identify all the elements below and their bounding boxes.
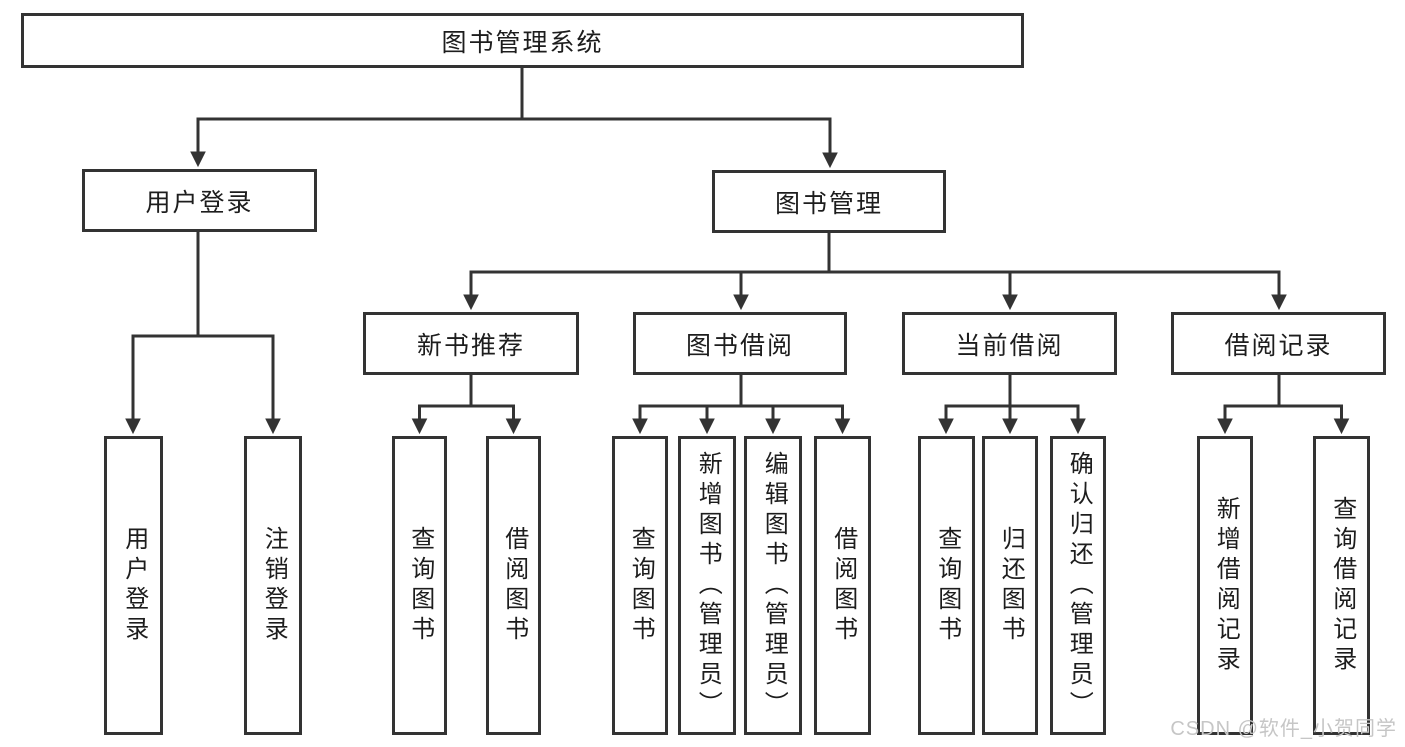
leaf-logout: 注销登录 bbox=[244, 436, 302, 735]
leaf-bb-query-books: 查询图书 bbox=[612, 436, 668, 735]
node-borrow-record: 借阅记录 bbox=[1171, 312, 1386, 375]
leaf-bb-add-book-admin: 新增图书（管理员） bbox=[678, 436, 736, 735]
node-current-borrow: 当前借阅 bbox=[902, 312, 1117, 375]
leaf-nb-query-books: 查询图书 bbox=[392, 436, 447, 735]
leaf-br-query-borrow-record: 查询借阅记录 bbox=[1313, 436, 1370, 735]
node-user-login: 用户登录 bbox=[82, 169, 317, 232]
leaf-bb-edit-book-admin: 编辑图书（管理员） bbox=[744, 436, 802, 735]
leaf-br-add-borrow-record: 新增借阅记录 bbox=[1197, 436, 1253, 735]
leaf-cb-return-books: 归还图书 bbox=[982, 436, 1038, 735]
leaf-nb-borrow-books: 借阅图书 bbox=[486, 436, 541, 735]
node-library-management-system: 图书管理系统 bbox=[21, 13, 1024, 68]
csdn-watermark: CSDN @软件_小贺同学 bbox=[1170, 718, 1397, 740]
node-new-book-recommend: 新书推荐 bbox=[363, 312, 579, 375]
node-book-management: 图书管理 bbox=[712, 170, 946, 233]
node-book-borrow: 图书借阅 bbox=[633, 312, 847, 375]
leaf-cb-query-books: 查询图书 bbox=[918, 436, 975, 735]
leaf-cb-confirm-return-admin: 确认归还（管理员） bbox=[1050, 436, 1106, 735]
leaf-bb-borrow-books: 借阅图书 bbox=[814, 436, 871, 735]
leaf-user-login: 用户登录 bbox=[104, 436, 163, 735]
